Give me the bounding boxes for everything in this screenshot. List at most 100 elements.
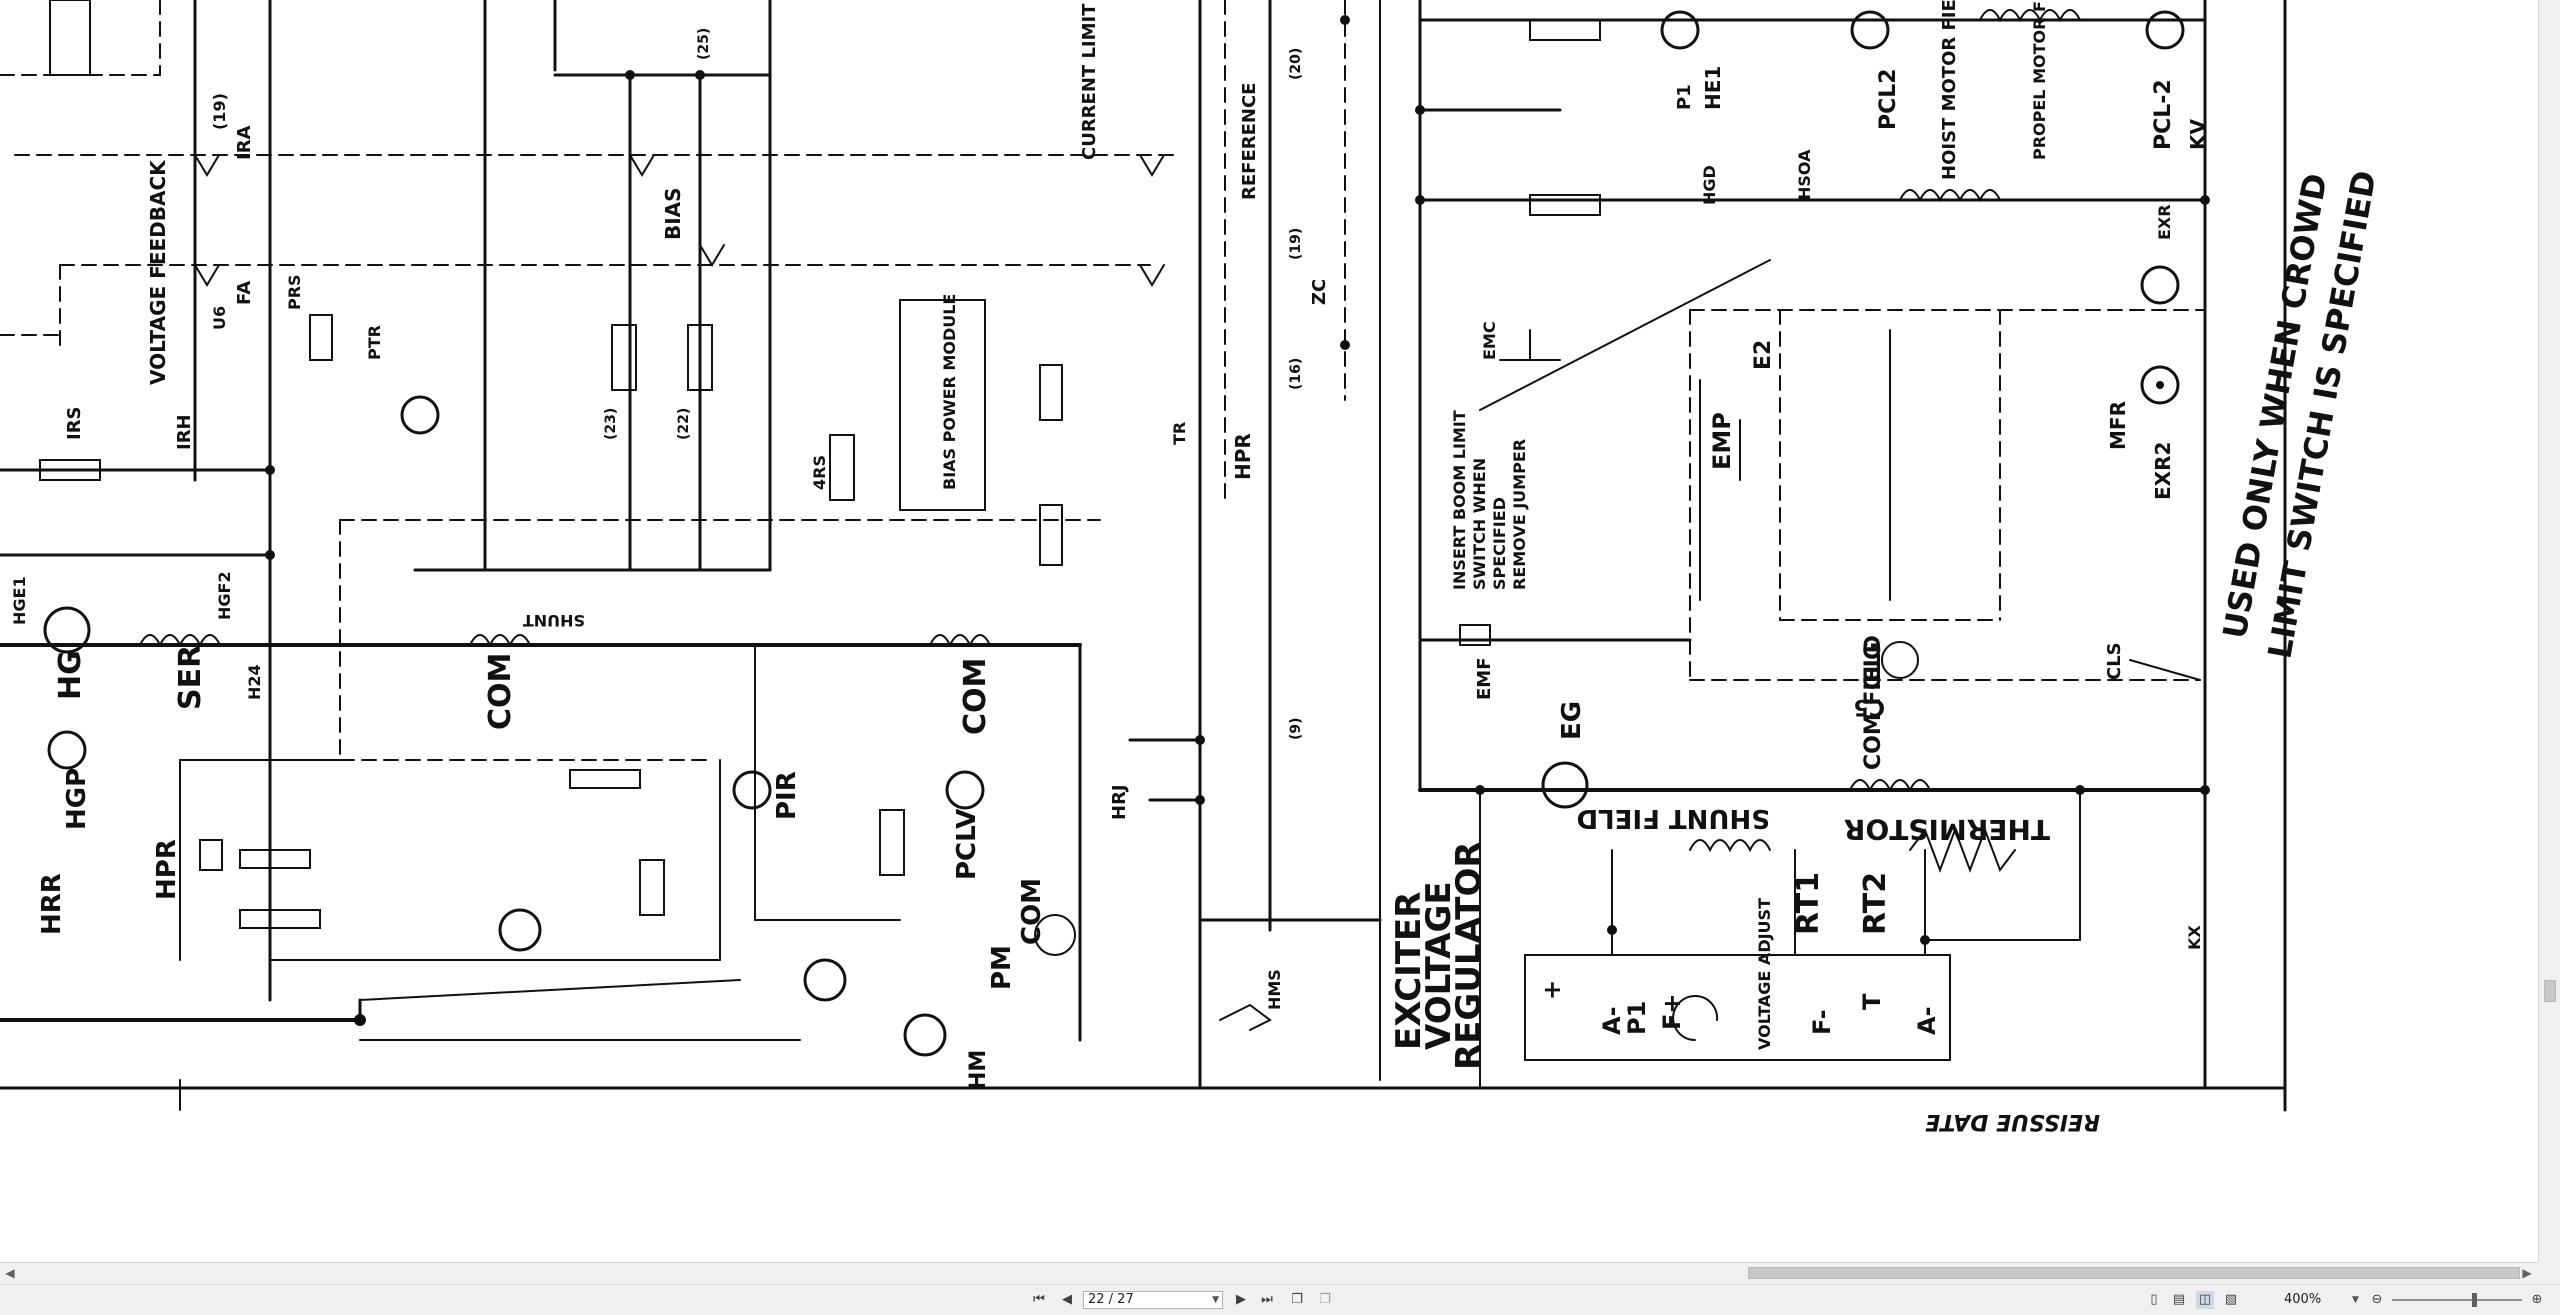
label-voltage-feedback: VOLTAGE FEEDBACK (146, 159, 170, 385)
label-rt1: RT1 (1791, 872, 1826, 935)
label-f-plus: F+ (1658, 993, 1686, 1030)
label-pcl2: PCL2 (1876, 68, 1901, 130)
label-ira: IRA (234, 125, 255, 160)
label-pm: PM (987, 945, 1017, 990)
label-hg: HG (53, 650, 88, 700)
label-kx: KX (2185, 925, 2204, 950)
label-ser: SER (173, 645, 208, 710)
label-a-minus-2: A- (1913, 1006, 1941, 1035)
label-cls: CLS (2104, 642, 2125, 680)
label-shunt: SHUNT (523, 611, 585, 630)
label-zc: ZC (1309, 279, 1330, 305)
label-irh: IRH (174, 414, 195, 450)
label-propel-motor-field: PROPEL MOTOR FIELD (2030, 0, 2049, 160)
label-e2: E2 (1751, 340, 1776, 370)
label-rt2: RT2 (1858, 872, 1893, 935)
horizontal-scrollbar[interactable]: ◀ ▶ (0, 1262, 2538, 1284)
label-he1: HE1 (1701, 66, 1725, 110)
label-exr: EXR (2155, 204, 2174, 240)
label-prs: PRS (285, 274, 304, 310)
label-n19b: (19) (1288, 228, 1304, 260)
scroll-left-icon[interactable]: ◀ (5, 1266, 15, 1280)
horizontal-scroll-thumb[interactable] (1748, 1267, 2520, 1279)
last-page-icon[interactable]: ⏭ (1261, 1292, 1273, 1307)
label-pir: PIR (772, 771, 802, 820)
label-emp: EMP (1708, 412, 1736, 470)
continuous-view-icon[interactable]: ▤ (2172, 1292, 2186, 1307)
prev-page-icon[interactable]: ◀ (1062, 1292, 1072, 1307)
label-hgp: HGP (62, 768, 92, 830)
label-tr: TR (1170, 422, 1189, 445)
label-switch-when: SWITCH WHEN (1470, 458, 1489, 590)
single-page-view-icon[interactable]: ▯ (2150, 1292, 2158, 1307)
label-reference: REFERENCE (1239, 83, 1260, 200)
label-hpr: HPR (152, 839, 182, 900)
label-regulator: REGULATOR (1449, 841, 1489, 1070)
page-number-input[interactable]: 22 / 27 ▼ (1083, 1291, 1223, 1309)
label-exr2: EXR2 (2151, 442, 2175, 500)
book-view-icon[interactable]: ▧ (2224, 1292, 2238, 1307)
label-n16: (16) (1288, 358, 1304, 390)
zoom-dropdown-icon[interactable]: ▼ (2352, 1295, 2359, 1305)
label-h24: H24 (245, 664, 264, 700)
label-n9: (9) (1288, 717, 1304, 740)
label-insert-boom-limit: INSERT BOOM LIMIT (1450, 410, 1469, 590)
label-p1-reg: P1 (1623, 1001, 1651, 1035)
vertical-scroll-thumb[interactable] (2544, 980, 2556, 1002)
label-n22: (22) (676, 408, 692, 440)
label-kv: KV (2186, 119, 2210, 150)
label-t: T (1858, 993, 1886, 1010)
label-exciter: EXCITER (1389, 892, 1429, 1050)
label-fa: FA (234, 281, 255, 305)
vertical-scrollbar[interactable] (2538, 0, 2560, 1262)
label-hm: HM (966, 1050, 991, 1090)
zoom-slider[interactable] (2392, 1299, 2522, 1301)
page-indicator: 22 / 27 (1088, 1292, 1134, 1307)
label-shunt-field: SHUNT FIELD (1577, 803, 1771, 833)
label-hrj: HRJ (1109, 784, 1130, 820)
label-thermistor: THERMISTOR (1844, 813, 2050, 846)
paste-icon[interactable]: ❐ (1319, 1292, 1331, 1307)
label-hsoa: HSOA (1795, 149, 1814, 200)
label-n23: (23) (603, 408, 619, 440)
label-irs: IRS (64, 406, 85, 440)
label-emc: EMC (1480, 321, 1499, 360)
page-dropdown-icon[interactable]: ▼ (1212, 1295, 1219, 1305)
label-pclv: PCLV (952, 809, 982, 880)
zoom-in-icon[interactable]: ⊕ (2531, 1292, 2543, 1307)
label-hms: HMS (1265, 969, 1284, 1010)
next-page-icon[interactable]: ▶ (1236, 1292, 1246, 1307)
label-n19: (19) (210, 93, 229, 130)
label-specified: SPECIFIED (1490, 497, 1509, 590)
zoom-slider-handle[interactable] (2472, 1293, 2477, 1307)
label-clg: CLG (1861, 642, 1886, 690)
label-voltage: VOLTAGE (1419, 881, 1459, 1050)
label-com-field: COM FIELD (1861, 635, 1886, 770)
label-p1: P1 (1674, 84, 1695, 110)
document-viewport[interactable]: VOLTAGE FEEDBACK IRH IRS IRA FA (19) U6 … (0, 0, 2538, 1262)
viewer-toolbar: ⏮ ◀ 22 / 27 ▼ ▶ ⏭ ❐ ❐ ▯ ▤ ◫ ▧ 400% ▼ ⊖ ⊕ (0, 1284, 2560, 1315)
two-page-view-icon[interactable]: ◫ (2196, 1291, 2214, 1309)
wiring-schematic: VOLTAGE FEEDBACK IRH IRS IRA FA (19) U6 … (0, 0, 2384, 1134)
scrollbar-corner (2538, 1262, 2560, 1284)
label-com-2: COM (1017, 878, 1047, 945)
label-hrr: HRR (37, 873, 67, 935)
zoom-level[interactable]: 400% (2284, 1292, 2322, 1307)
label-a-minus: A- (1598, 1006, 1626, 1035)
label-eg: EG (1557, 701, 1587, 740)
label-remove-jumper: REMOVE JUMPER (1510, 439, 1529, 590)
label-u6: U6 (210, 306, 229, 330)
label-c5: C5 (1854, 694, 1885, 719)
label-com-h32: COM (958, 658, 993, 735)
label-plus: + (1538, 980, 1566, 1000)
label-n20: (20) (1288, 48, 1304, 80)
label-com: COM (483, 653, 518, 730)
scroll-right-icon[interactable]: ▶ (2522, 1266, 2532, 1280)
label-voltage-adjust: VOLTAGE ADJUST (1755, 898, 1774, 1050)
label-hgd: HGD (1700, 165, 1719, 205)
label-hge1: HGE1 (10, 576, 29, 625)
first-page-icon[interactable]: ⏮ (1033, 1292, 1045, 1307)
label-emf: EMF (1474, 657, 1495, 700)
copy-icon[interactable]: ❐ (1291, 1292, 1303, 1307)
zoom-out-icon[interactable]: ⊖ (2371, 1292, 2383, 1307)
